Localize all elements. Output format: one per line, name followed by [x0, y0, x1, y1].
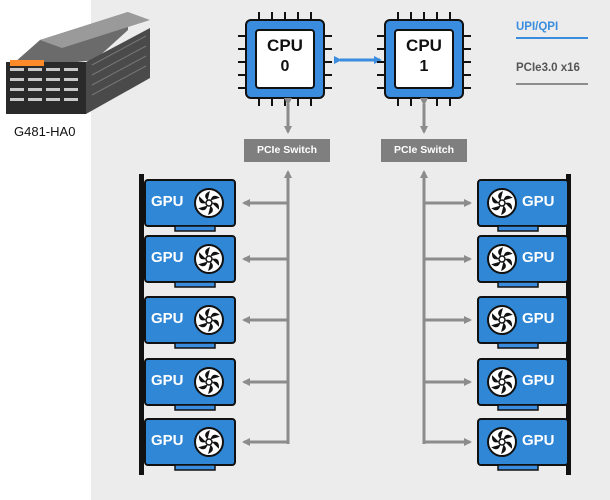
gpu-card-right-4	[477, 413, 571, 475]
gpu-fan-icon-left-1	[194, 244, 224, 274]
gpu-label-right-2: GPU	[522, 310, 555, 327]
gpu-card-left-1	[139, 230, 236, 292]
gpu-card-left-4	[139, 413, 236, 475]
gpu-label-right-0: GPU	[522, 193, 555, 210]
gpu-label-left-0: GPU	[151, 193, 184, 210]
gpu-fan-icon-right-2	[487, 305, 517, 335]
gpu-fan-icon-left-2	[194, 305, 224, 335]
gpu-card-right-0	[477, 174, 571, 236]
gpu-label-right-4: GPU	[522, 432, 555, 449]
cpu-0-label: CPU	[267, 36, 303, 55]
cpu-0-chip	[238, 12, 332, 106]
gpu-card-left-3	[139, 353, 236, 415]
pcie-switch-1-box	[381, 139, 467, 162]
gpu-fan-icon-right-0	[487, 188, 517, 218]
gpu-cards	[139, 174, 571, 475]
pcie-switch-1-label: PCIe Switch	[393, 144, 455, 156]
gpu-card-left-0	[139, 174, 236, 236]
gpu-card-left-2	[139, 291, 236, 353]
legend-pcie-label: PCIe3.0 x16	[516, 62, 580, 74]
legend-upi-label: UPI/QPI	[516, 21, 559, 33]
gpu-branch-lines	[242, 199, 472, 446]
gpu-card-right-2	[477, 291, 571, 353]
gpu-fan-icon-right-1	[487, 244, 517, 274]
pcie-switch-0-box	[244, 139, 330, 162]
gpu-label-right-3: GPU	[522, 372, 555, 389]
gpu-fan-icon-left-4	[194, 427, 224, 457]
server-chassis-image	[6, 12, 150, 114]
pcie-switch-0-label: PCIe Switch	[256, 144, 318, 156]
gpu-label-left-4: GPU	[151, 432, 184, 449]
gpu-fan-icon-left-0	[194, 188, 224, 218]
cpu-1-label: CPU	[406, 36, 442, 55]
cpu-1-chip	[377, 12, 471, 106]
gpu-card-right-3	[477, 353, 571, 415]
gpu-fan-icon-right-4	[487, 427, 517, 457]
gpu-label-left-3: GPU	[151, 372, 184, 389]
gpu-label-left-1: GPU	[151, 249, 184, 266]
gpu-fan-icon-left-3	[194, 367, 224, 397]
cpu-1-number: 1	[419, 58, 429, 75]
gpu-card-right-1	[477, 230, 571, 292]
cpu-0-number: 0	[280, 58, 290, 75]
gpu-label-left-2: GPU	[151, 310, 184, 327]
gpu-label-right-1: GPU	[522, 249, 555, 266]
gpu-fan-icon-right-3	[487, 367, 517, 397]
server-model-label: G481-HA0	[14, 124, 76, 139]
